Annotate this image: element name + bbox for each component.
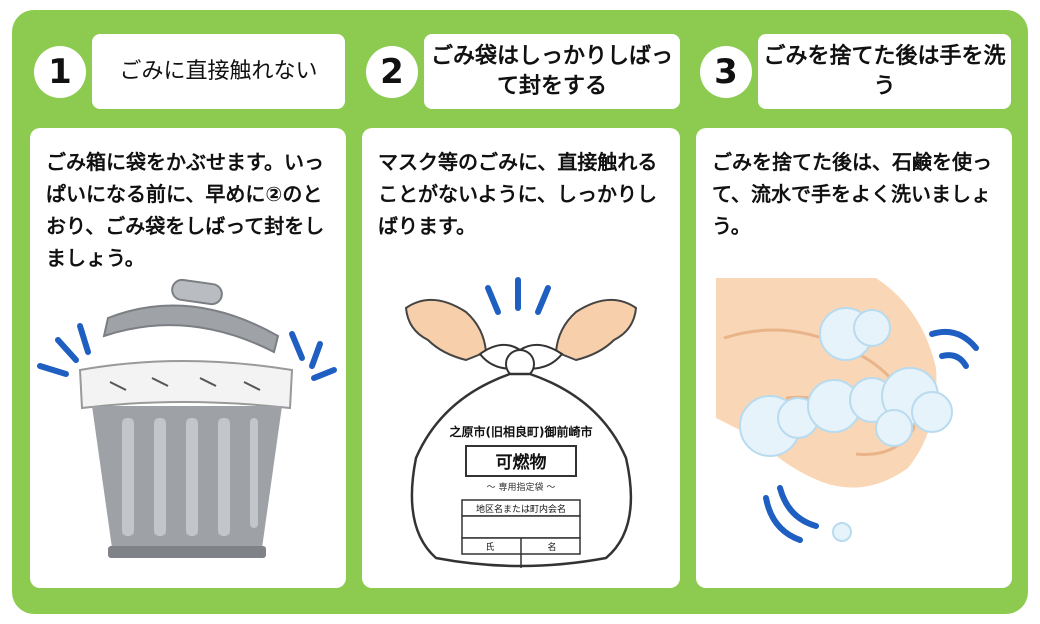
step-3-description: ごみを捨てた後は、石鹸を使って、流水で手をよく洗いましょう。 (712, 150, 992, 238)
step-2-number: 2 (366, 46, 418, 98)
step-1-card: ごみ箱に袋をかぶせます。いっぱいになる前に、早めに②のとおり、ごみ袋をしばって封… (30, 128, 346, 588)
hand-washing-icon (716, 278, 979, 543)
bag-name-label-1: 氏 (485, 542, 494, 553)
step-1-number: 1 (34, 46, 86, 98)
step-3-title: ごみを捨てた後は手を洗う (758, 34, 1011, 109)
step-2-title: ごみ袋はしっかりしばって封をする (424, 34, 680, 109)
right-hand-icon (554, 298, 638, 362)
bag-note-label: ～ 専用指定袋 ～ (487, 481, 556, 493)
left-hand-icon (404, 298, 488, 362)
motion-lines-icon (763, 328, 979, 543)
bag-area-label: 地区名または町内会名 (476, 503, 566, 515)
soap-foam-icon (739, 307, 953, 542)
step-3-number: 3 (700, 46, 752, 98)
step-2-description: マスク等のごみに、直接触れることがないように、しっかりしばります。 (378, 150, 658, 238)
step-1-description: ごみ箱に袋をかぶせます。いっぱいになる前に、早めに②のとおり、ごみ袋をしばって封… (46, 150, 325, 270)
step-2-card: マスク等のごみに、直接触れることがないように、しっかりしばります。 之原市(旧相… (362, 128, 680, 588)
garbage-bag-icon: 之原市(旧相良町)御前崎市 可燃物 ～ 専用指定袋 ～ 地区名または町内会名 氏… (404, 277, 638, 568)
step-1-title: ごみに直接触れない (92, 34, 345, 109)
motion-lines-icon (37, 323, 337, 381)
infographic-frame: 1 ごみに直接触れない ごみ箱に袋をかぶせます。いっぱいになる前に、早めに②のと… (12, 10, 1028, 614)
bag-type-label: 可燃物 (496, 452, 547, 473)
bag-city-label: 之原市(旧相良町)御前崎市 (450, 424, 593, 439)
bag-name-label-2: 名 (547, 541, 556, 553)
step-3-card: ごみを捨てた後は、石鹸を使って、流水で手をよく洗いましょう。 (696, 128, 1012, 588)
motion-lines-icon (485, 277, 551, 315)
trash-can-icon (37, 278, 337, 558)
